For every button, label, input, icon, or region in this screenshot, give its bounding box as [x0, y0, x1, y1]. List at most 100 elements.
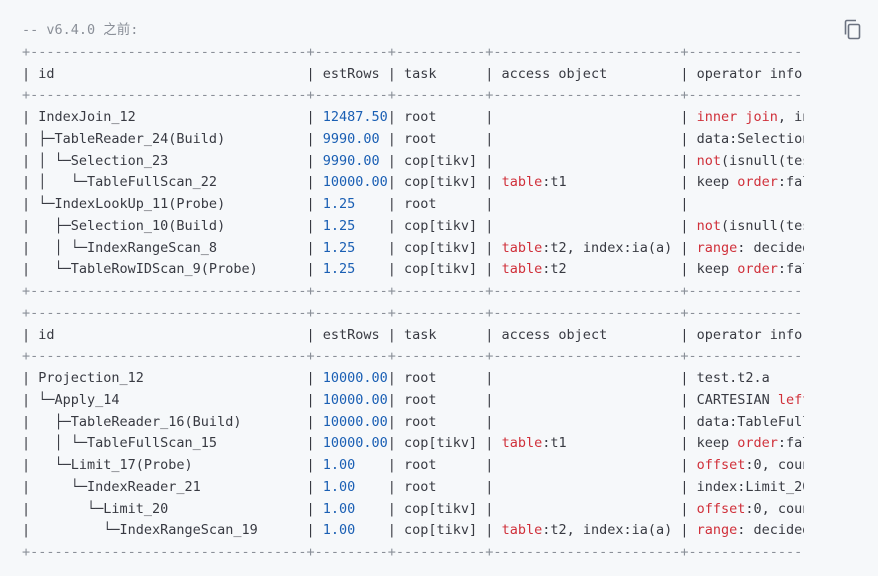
code-token: offset	[696, 457, 746, 473]
code-token: | │ └─TableFullScan_22 |	[22, 174, 323, 191]
code-token: 9990.00	[322, 130, 380, 147]
code-line: | IndexJoin_12 | 12487.50| root | | inne…	[22, 107, 804, 129]
code-token: 10000.00	[322, 435, 388, 452]
code-token: :0, count:1	[745, 500, 804, 517]
code-token: | └─IndexRangeScan_19 |	[22, 522, 323, 539]
code-token: :false	[777, 174, 804, 191]
code-token: | │ └─TableFullScan_15 |	[22, 435, 323, 452]
code-token: left	[777, 391, 804, 408]
code-token: | └─Limit_17(Probe) |	[22, 457, 323, 473]
code-line: -- v6.4.0 之前:	[22, 20, 804, 42]
code-token: : decided b	[737, 239, 804, 256]
code-token: | root | | CARTESIAN	[387, 391, 778, 408]
code-line: | id | estRows | task | access object | …	[22, 325, 804, 347]
code-token: 1.00	[322, 457, 356, 473]
code-token: | root | | index:Limit_20	[355, 478, 804, 495]
code-token: range	[696, 522, 738, 539]
code-token: 10000.00	[322, 370, 388, 386]
code-token: | cop[tikv] | |	[355, 500, 697, 517]
code-token: 10000.00	[322, 413, 388, 430]
code-token: table	[501, 174, 543, 191]
code-token: +----------------------------------+----…	[22, 348, 804, 365]
code-scroll-area[interactable]: -- v6.4.0 之前: +--------------------------…	[22, 20, 804, 576]
code-token: | Projection_12 |	[22, 370, 323, 386]
copy-icon	[844, 19, 861, 40]
code-token: | └─TableRowIDScan_9(Probe) |	[22, 261, 323, 278]
code-token: +----------------------------------+----…	[22, 87, 804, 104]
code-token: inner join	[696, 109, 778, 125]
code-token: | cop[tikv] |	[387, 174, 502, 191]
code-line: +----------------------------------+----…	[22, 42, 804, 64]
code-token: 1.00	[322, 500, 356, 517]
code-token: -- v6.4.0 之前:	[22, 22, 139, 38]
code-token: :t2, index:ia(a) |	[542, 239, 697, 256]
code-token: | cop[tikv] |	[387, 435, 502, 452]
code-token: | root | |	[355, 457, 697, 473]
code-token: +----------------------------------+----…	[22, 283, 804, 299]
code-token: | └─Apply_14 |	[22, 391, 323, 408]
code-token: (isnull(test	[721, 217, 804, 234]
code-token: | root | |	[355, 196, 697, 212]
code-token: table	[501, 522, 543, 539]
code-token: :0, count:1	[745, 457, 804, 473]
code-token: :t1 | keep	[542, 435, 738, 452]
code-token: 1.25	[322, 196, 356, 212]
code-line: | │ └─TableFullScan_15 | 10000.00| cop[t…	[22, 433, 804, 455]
code-line: | └─TableRowIDScan_9(Probe) | 1.25 | cop…	[22, 259, 804, 281]
copy-button[interactable]	[842, 18, 864, 42]
code-token: | id | estRows | task | access object | …	[22, 65, 803, 82]
code-token: :false	[777, 261, 804, 278]
code-token: 1.00	[322, 522, 356, 539]
code-token: :t1 | keep	[542, 174, 738, 191]
code-line: | └─IndexReader_21 | 1.00 | root | | ind…	[22, 477, 804, 499]
code-token: (isnull(test	[721, 152, 804, 169]
code-token: table	[501, 239, 543, 256]
code-token: 12487.50	[322, 109, 388, 125]
code-token: :t2, index:ia(a) |	[542, 522, 697, 539]
code-token: | ├─TableReader_24(Build) |	[22, 130, 323, 147]
code-line: +----------------------------------+----…	[22, 85, 804, 107]
code-token: | root | | data:Selection_23	[379, 130, 804, 147]
code-line: | └─Limit_17(Probe) | 1.00 | root | | of…	[22, 455, 804, 477]
code-line: +----------------------------------+----…	[22, 542, 804, 564]
code-token: 10000.00	[322, 391, 388, 408]
code-line: | │ └─IndexRangeScan_8 | 1.25 | cop[tikv…	[22, 238, 804, 260]
code-line: +----------------------------------+----…	[22, 281, 804, 303]
code-line: +----------------------------------+----…	[22, 303, 804, 325]
code-token: | id | estRows | task | access object | …	[22, 326, 803, 343]
code-token: | └─IndexLookUp_11(Probe) |	[22, 196, 323, 212]
code-token: +----------------------------------+----…	[22, 43, 804, 60]
code-token: | root | | data:TableFullScan	[387, 413, 804, 430]
code-line: | id | estRows | task | access object | …	[22, 64, 804, 86]
code-token: | cop[tikv] |	[355, 239, 502, 256]
code-token: :false	[777, 435, 804, 452]
code-token: :t2 | keep	[542, 261, 738, 278]
code-line: | │ └─TableFullScan_22 | 10000.00| cop[t…	[22, 172, 804, 194]
code-token: offset	[696, 500, 746, 517]
code-token: +----------------------------------+----…	[22, 304, 804, 321]
code-token: | │ └─IndexRangeScan_8 |	[22, 239, 323, 256]
code-token: | cop[tikv] |	[355, 261, 502, 278]
code-token: not	[696, 217, 722, 234]
code-token: | root | | test.t2.a	[387, 370, 770, 386]
code-line: | ├─Selection_10(Build) | 1.25 | cop[tik…	[22, 216, 804, 238]
code-token: 1.25	[322, 239, 356, 256]
code-token: | cop[tikv] |	[355, 522, 502, 539]
code-line: | ├─TableReader_24(Build) | 9990.00 | ro…	[22, 129, 804, 151]
code-token: 1.25	[322, 261, 356, 278]
code-token: | cop[tikv] | |	[355, 217, 697, 234]
code-line: | └─IndexLookUp_11(Probe) | 1.25 | root …	[22, 194, 804, 216]
code-token: | ├─TableReader_16(Build) |	[22, 413, 323, 430]
code-token: order	[737, 174, 778, 191]
code-token: +----------------------------------+----…	[22, 544, 804, 560]
code-token: | │ └─Selection_23 |	[22, 152, 323, 169]
code-line: | └─Limit_20 | 1.00 | cop[tikv] | | offs…	[22, 499, 804, 521]
code-token: : decided b	[737, 522, 804, 539]
code-token: | root | |	[387, 109, 697, 125]
code-line: | Projection_12 | 10000.00| root | | tes…	[22, 368, 804, 390]
code-token: 10000.00	[322, 174, 388, 191]
code-line: +----------------------------------+----…	[22, 346, 804, 368]
code-token: table	[501, 261, 543, 278]
code-token: | └─Limit_20 |	[22, 500, 323, 517]
